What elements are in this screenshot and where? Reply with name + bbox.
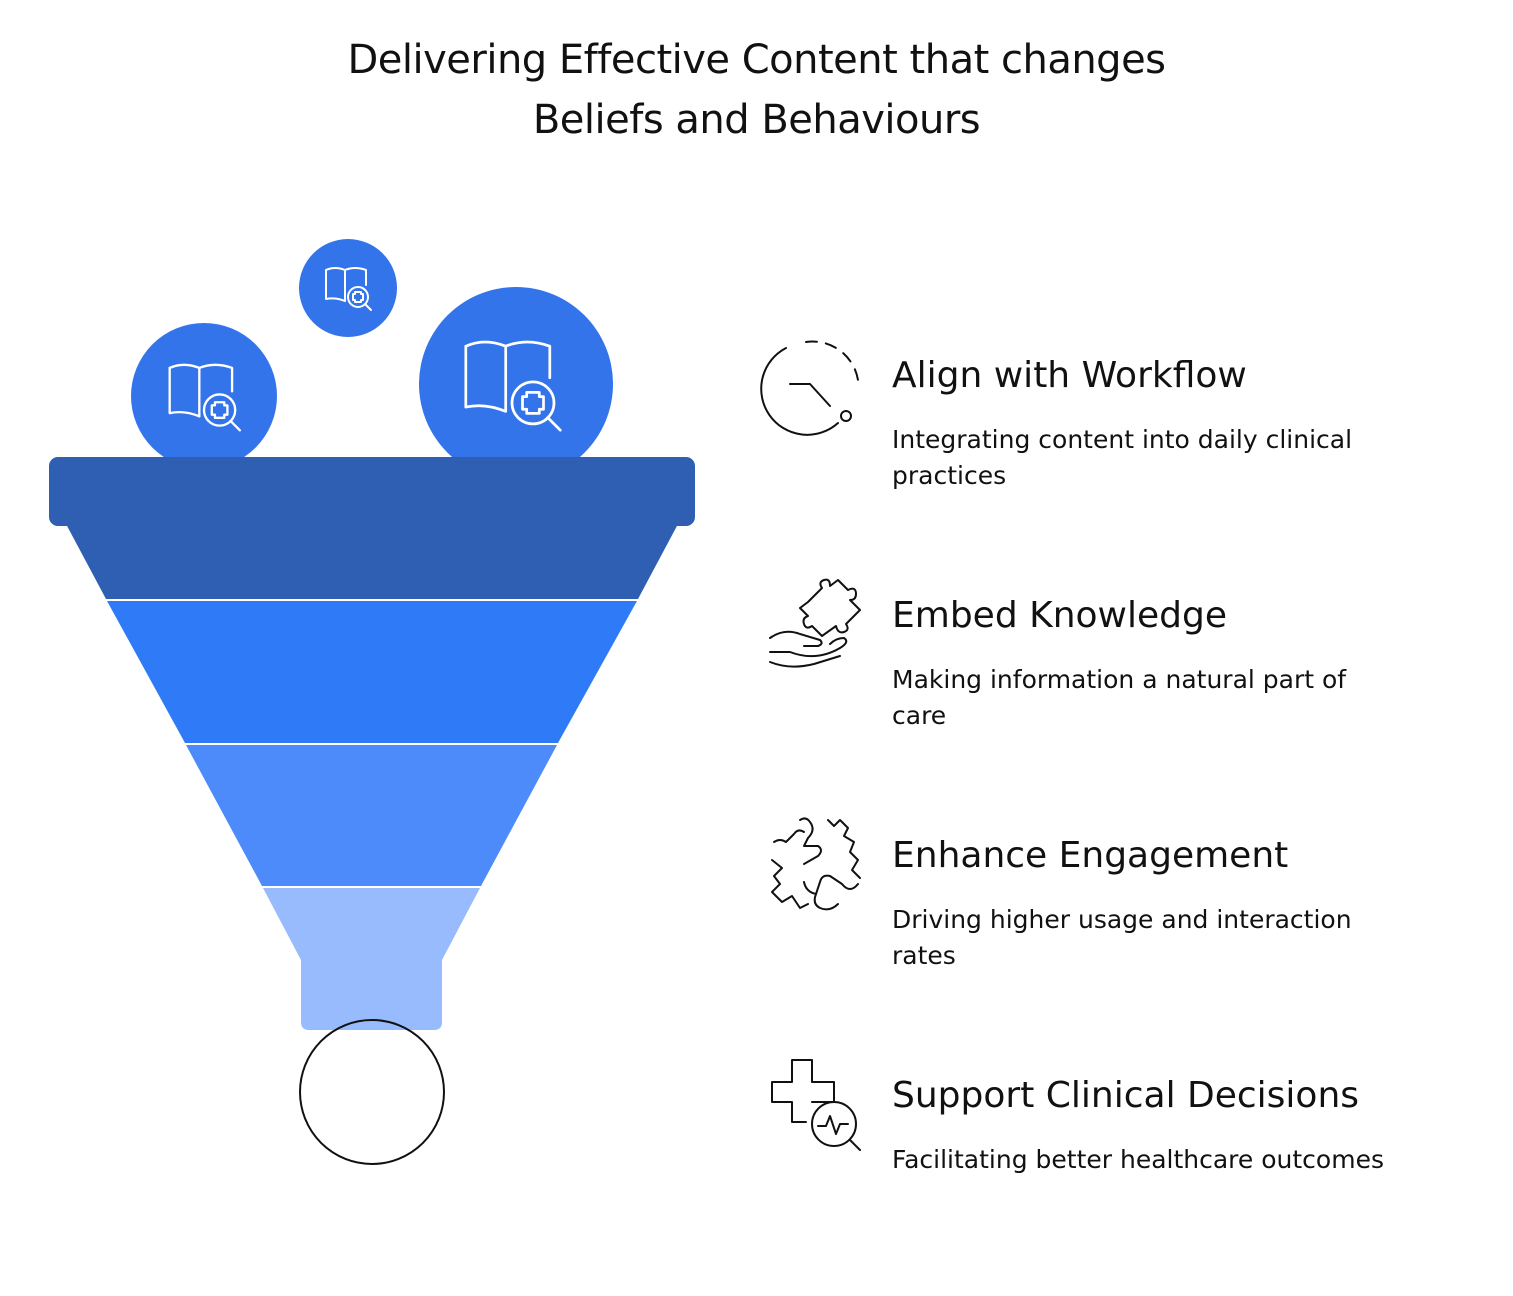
funnel-bubble-small — [299, 239, 397, 337]
book-medical-search-icon — [325, 267, 372, 311]
step-description: Integrating content into daily clinical … — [892, 425, 1353, 490]
step-title: Embed Knowledge — [892, 595, 1228, 636]
book-medical-search-icon — [168, 363, 242, 432]
funnel-rim — [49, 457, 695, 526]
medical-cross-analysis-icon — [771, 1059, 861, 1151]
funnel-band-3 — [186, 745, 557, 886]
step-title: Align with Workflow — [892, 355, 1247, 396]
step-description: Driving higher usage and interaction rat… — [892, 905, 1352, 970]
funnel-band-1 — [66, 524, 678, 599]
step-title: Enhance Engagement — [892, 835, 1289, 876]
funnel-diagram — [49, 239, 695, 1165]
funnel-bubble-right — [419, 287, 613, 481]
funnel-band-4-spout — [263, 888, 480, 1030]
bubble-left-circle — [131, 323, 277, 469]
hand-puzzle-icon — [769, 578, 861, 668]
page-title-line-1: Delivering Effective Content that change… — [347, 37, 1166, 83]
step-description: Making information a natural part of car… — [892, 665, 1347, 730]
funnel-band-2 — [107, 601, 637, 743]
page-title-line-2: Beliefs and Behaviours — [532, 97, 981, 143]
funnel-bubble-left — [131, 323, 277, 469]
hands-puzzle-icon — [771, 817, 861, 911]
funnel-output-circle — [299, 1019, 445, 1165]
bubble-small-circle — [299, 239, 397, 337]
step-title: Support Clinical Decisions — [892, 1075, 1360, 1116]
workflow-clock-icon — [760, 340, 859, 436]
page-title: Delivering Effective Content that change… — [0, 30, 1513, 150]
bubble-right-circle — [419, 287, 613, 481]
step-description: Facilitating better healthcare outcomes — [892, 1145, 1384, 1174]
book-medical-search-icon — [464, 340, 562, 432]
